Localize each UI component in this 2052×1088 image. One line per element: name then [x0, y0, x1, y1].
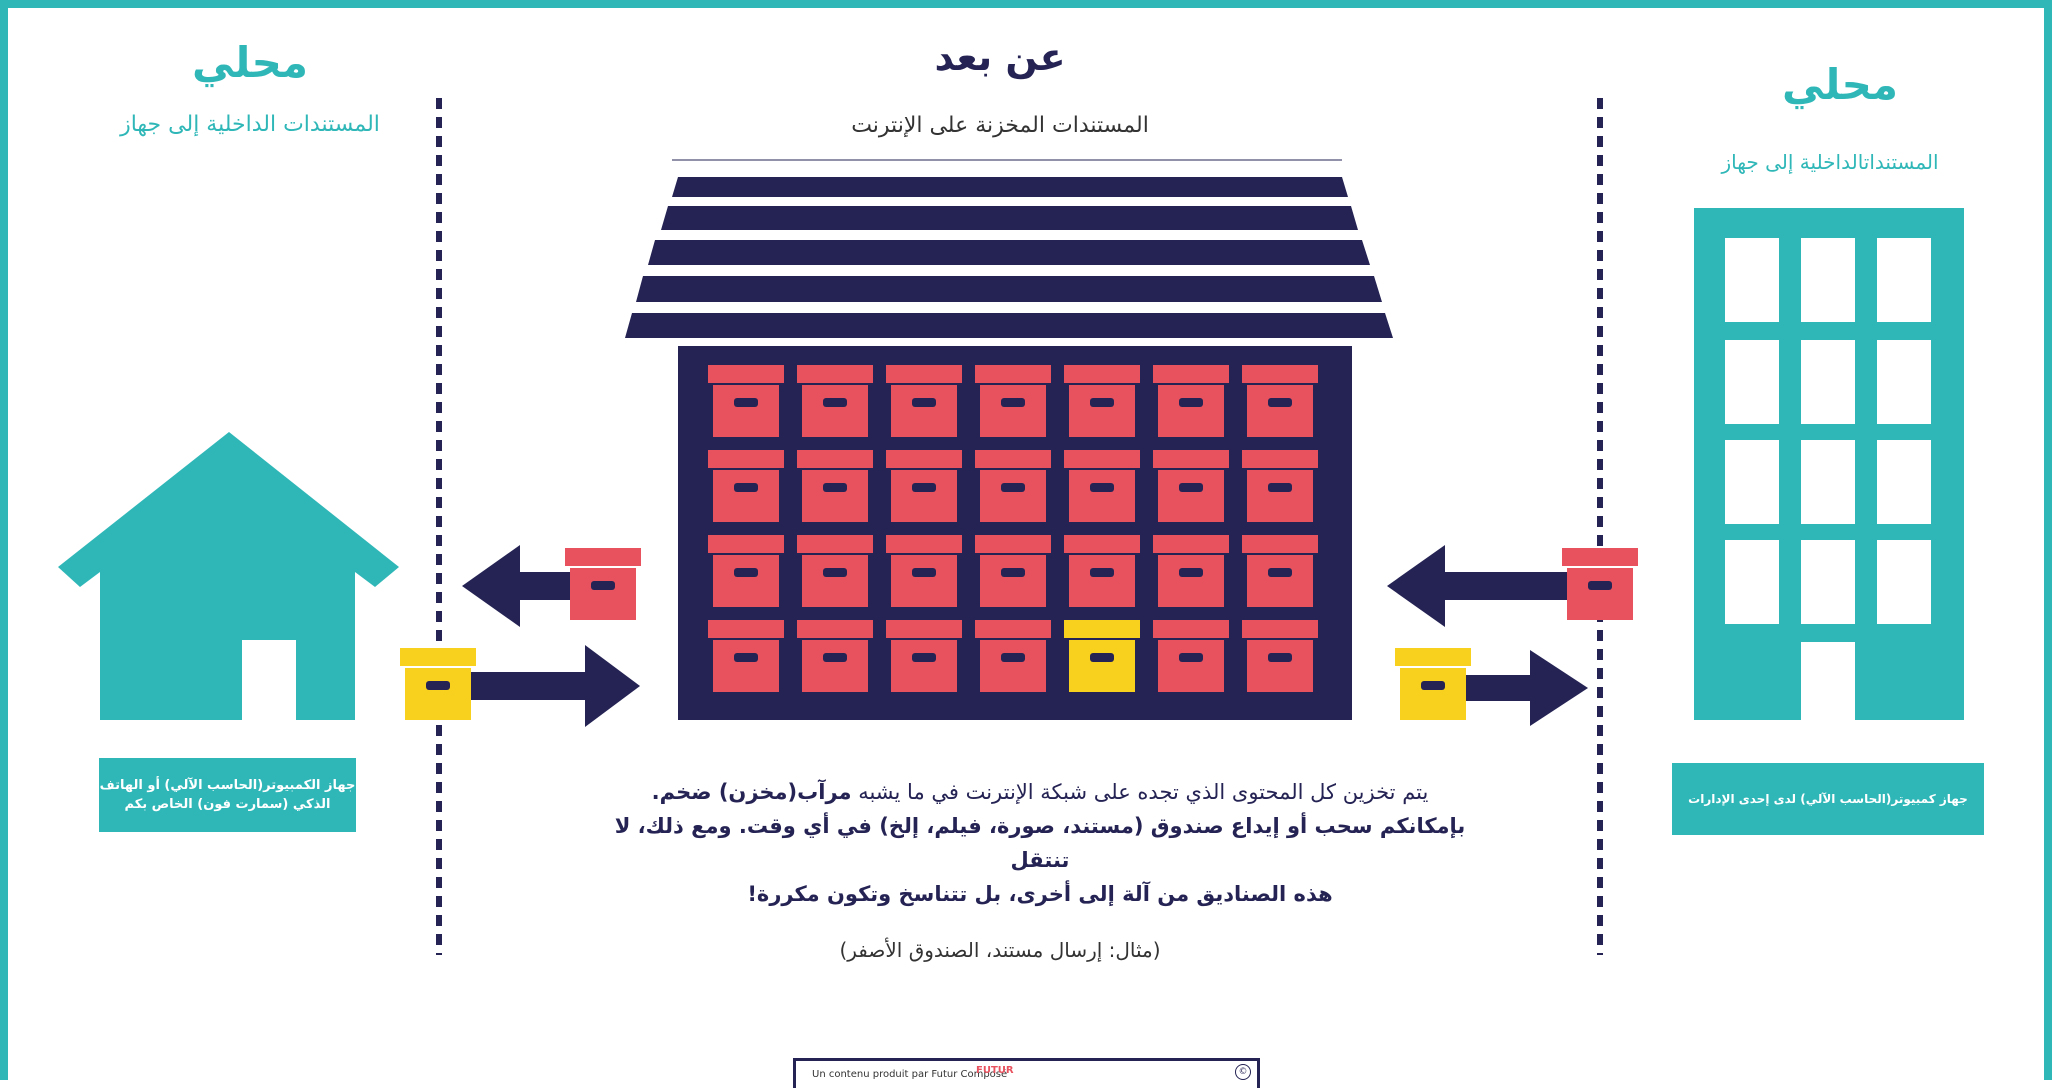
storage-box: [886, 450, 962, 522]
left-arrow-incoming-icon: [470, 645, 640, 727]
storage-box: [708, 620, 784, 692]
right-subheading: المستنداتالداخلية إلى جهاز: [1721, 150, 1939, 174]
storage-box: [1242, 365, 1318, 437]
storage-box: [708, 365, 784, 437]
storage-box: [797, 620, 873, 692]
storage-box: [708, 535, 784, 607]
left-heading: محلي: [192, 38, 308, 87]
description-line2-bold: بإمكانكم سحب أو إيداع صندوق (مستند، صورة…: [614, 814, 1466, 872]
left-caption-line1: جهاز الكمبيوتر(الحاسب الآلي) أو الهاتف: [99, 778, 356, 793]
futur-compose-logo: FUTUR: [976, 1065, 1014, 1076]
storage-box: [886, 535, 962, 607]
storage-box: [1064, 535, 1140, 607]
description: يتم تخزين كل المحتوى الذي تجده على شبكة …: [600, 775, 1480, 911]
center-subheading: المستندات المخزنة على الإنترنت: [851, 113, 1149, 138]
storage-box: [1153, 450, 1229, 522]
example-note: (مثال: إرسال مستند، الصندوق الأصفر): [839, 938, 1161, 962]
left-arrow-outgoing-icon: [462, 545, 580, 627]
storage-box: [797, 535, 873, 607]
description-line1: يتم تخزين كل المحتوى الذي تجده على شبكة …: [600, 775, 1480, 809]
storage-box: [797, 450, 873, 522]
left-caption-box: جهاز الكمبيوتر(الحاسب الآلي) أو الهاتف ا…: [99, 758, 356, 832]
storage-box: [886, 365, 962, 437]
storage-box-yellow: [1064, 620, 1140, 692]
storage-box: [975, 450, 1051, 522]
right-caption-box: جهاز كمبيوتر(الحاسب الآلي) لدى إحدى الإد…: [1672, 763, 1984, 835]
warehouse-roof-icon: [625, 159, 1393, 338]
storage-box: [975, 365, 1051, 437]
left-red-box: [565, 548, 641, 620]
description-line3-bold: هذه الصناديق من آلة إلى أخرى، بل تتناسخ …: [747, 882, 1333, 906]
right-caption: جهاز كمبيوتر(الحاسب الآلي) لدى إحدى الإد…: [1688, 791, 1968, 806]
description-line3: هذه الصناديق من آلة إلى أخرى، بل تتناسخ …: [600, 877, 1480, 911]
storage-box: [1153, 365, 1229, 437]
right-arrow-outgoing-icon: [1387, 545, 1570, 627]
storage-box: [1064, 365, 1140, 437]
footer-credit: Un contenu produit par Futur Composé FUT…: [793, 1058, 1260, 1088]
description-line1-bold: مرآب(مخزن) ضخم.: [651, 780, 852, 804]
center-heading: عن بعد: [934, 35, 1066, 79]
right-red-box: [1562, 548, 1638, 620]
right-arrow-incoming-icon: [1460, 650, 1588, 726]
storage-box: [1153, 535, 1229, 607]
loose-boxes: [400, 548, 1638, 720]
storage-box: [1242, 620, 1318, 692]
office-building-icon: [1694, 208, 1964, 722]
storage-box: [1242, 535, 1318, 607]
storage-box: [886, 620, 962, 692]
storage-box: [797, 365, 873, 437]
right-heading: محلي: [1782, 60, 1898, 109]
left-yellow-box: [400, 648, 476, 720]
copyright-icon: ©: [1235, 1064, 1251, 1080]
description-line1-text: يتم تخزين كل المحتوى الذي تجده على شبكة …: [851, 780, 1429, 804]
house-icon: [58, 432, 399, 722]
description-line2: بإمكانكم سحب أو إيداع صندوق (مستند، صورة…: [600, 809, 1480, 877]
storage-box: [975, 535, 1051, 607]
left-subheading: المستندات الداخلية إلى جهاز: [120, 112, 380, 137]
storage-box: [975, 620, 1051, 692]
storage-box: [708, 450, 784, 522]
footer-text: Un contenu produit par Futur Composé: [812, 1069, 1008, 1080]
storage-box-grid: [708, 365, 1318, 692]
left-caption-line2: الذكي (سمارت فون) الخاص بكم: [124, 797, 331, 812]
storage-box: [1242, 450, 1318, 522]
right-yellow-box: [1395, 648, 1471, 720]
storage-box: [1153, 620, 1229, 692]
storage-box: [1064, 450, 1140, 522]
